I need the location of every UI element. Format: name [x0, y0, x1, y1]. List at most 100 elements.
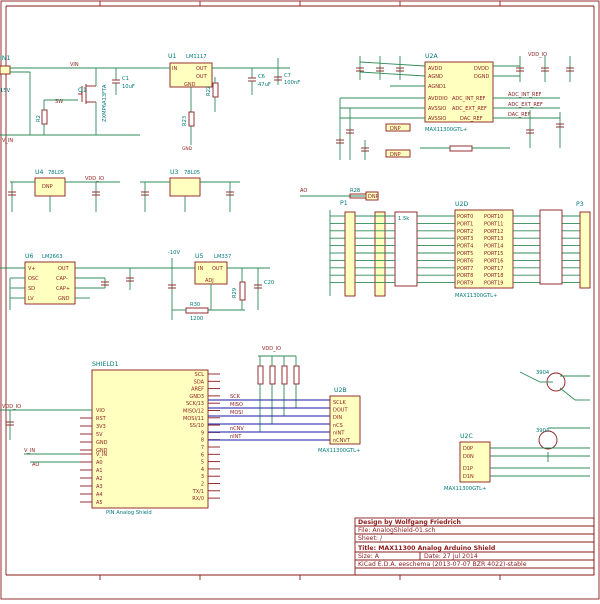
shield-pin-right: 9 [201, 430, 204, 436]
svg-text:15V: 15V [0, 88, 11, 94]
u2d-pin-left: PORT5 [457, 251, 473, 257]
svg-text:U6: U6 [25, 253, 34, 260]
regulator-u5: U5 LM337 IN OUT ADJ -10V R30 1200 R29 C2… [160, 250, 274, 322]
u2d-pin-right: PORT12 [484, 229, 503, 235]
shield-pin-right: RX/0 [192, 496, 204, 502]
svg-text:OUT: OUT [196, 74, 208, 80]
svg-text:100nF: 100nF [284, 80, 300, 86]
svg-text:R30: R30 [190, 302, 200, 308]
shield-pin-left: GND [96, 440, 108, 446]
shield-pin-left: RST [96, 416, 107, 422]
shield-pin-left: A2 [96, 476, 103, 482]
shield-pin-left: GND [96, 448, 108, 454]
u2d-value: MAX11300GTL+ [455, 293, 497, 299]
shield-pin-right: 5 [201, 460, 204, 466]
svg-text:DNP: DNP [368, 194, 379, 200]
u2d-ref: U2D [455, 201, 468, 208]
spi-bus: SCK MISO MOSI nCNV nINT [208, 394, 330, 441]
svg-text:U4: U4 [35, 169, 44, 176]
svg-text:OSC: OSC [28, 276, 39, 282]
u2b-value: MAX11300GTL+ [318, 448, 360, 454]
shield-pin-right: 8 [201, 438, 204, 444]
net-adc-int-ref: ADC_INT_REF [508, 92, 542, 98]
svg-text:ADC_EXT_REF: ADC_EXT_REF [452, 106, 487, 112]
svg-text:C20: C20 [264, 280, 274, 286]
svg-text:3904: 3904 [536, 370, 550, 376]
u2b-pin: DOUT [333, 408, 348, 414]
svg-text:10uF: 10uF [122, 84, 135, 90]
u2d-pin-right: PORT13 [484, 236, 503, 242]
svg-text:P3: P3 [576, 201, 584, 208]
svg-text:C7: C7 [284, 73, 291, 79]
u2b-pin: DIN [333, 415, 342, 421]
svg-text:CAP+: CAP+ [56, 286, 70, 292]
shield-pin-right: 7 [201, 445, 204, 451]
svg-text:R23: R23 [182, 116, 188, 126]
svg-text:IN: IN [198, 266, 203, 272]
svg-text:DNP: DNP [390, 152, 401, 158]
u2a-value: MAX11300GTL+ [425, 127, 467, 133]
pullup-resistors: VDD_IO [257, 346, 300, 432]
title-block: Design by Wolfgang Friedrich File: Analo… [354, 517, 595, 576]
svg-text:nCNV: nCNV [230, 426, 244, 432]
svg-text:OUT: OUT [196, 66, 208, 72]
svg-text:-10V: -10V [168, 250, 180, 256]
u2b-pin: nCS [333, 423, 343, 429]
date: Date: 27 jul 2014 [424, 553, 478, 560]
svg-text:OUT: OUT [58, 266, 70, 272]
u2c-pin: D0P [463, 446, 473, 452]
u2c-pin: D1N [463, 474, 474, 480]
shield-pin-left: A0 [96, 460, 103, 466]
svg-text:MISO: MISO [230, 402, 243, 408]
shield-pin-right: 2 [201, 482, 204, 488]
svg-text:R2: R2 [36, 115, 42, 122]
svg-text:GND: GND [58, 296, 70, 302]
svg-text:OUT: OUT [212, 266, 224, 272]
u2d-pin-right: PORT16 [484, 258, 503, 264]
net-ao: AO [300, 188, 307, 194]
net-sw: SW [55, 99, 63, 105]
u2b-pin: nCNVT [333, 438, 351, 444]
svg-text:IN1: IN1 [0, 55, 10, 62]
svg-text:nINT: nINT [230, 434, 242, 440]
u2c-ref: U2C [460, 433, 473, 440]
shield-pin-left: 5V [96, 432, 103, 438]
svg-text:DNP: DNP [42, 184, 53, 190]
u2d-pin-right: PORT18 [484, 273, 503, 279]
svg-text:U3: U3 [170, 169, 179, 176]
svg-text:CAP-: CAP- [56, 276, 68, 282]
regulators-78l05: U4 78L05 DNP VDD_IO U3 78L05 [8, 169, 240, 212]
svg-text:DGND: DGND [474, 74, 489, 80]
svg-text:DNP: DNP [390, 126, 401, 132]
q1-value: ZXMP6A13FTA [102, 84, 108, 122]
designer: Design by Wolfgang Friedrich [358, 519, 461, 526]
svg-text:MOSI: MOSI [230, 410, 243, 416]
shield-pin-right: MOSI/11 [183, 416, 204, 422]
shield-pin-left: A3 [96, 484, 103, 490]
q1-ref: Q1 [78, 87, 87, 94]
shield-pin-right: TX/1 [192, 489, 204, 495]
svg-text:3904: 3904 [536, 428, 550, 434]
u2d-pin-right: PORT11 [484, 221, 503, 227]
svg-text:AO: AO [32, 462, 39, 468]
shield-pin-left: A4 [96, 492, 103, 498]
u2d-pin-left: PORT9 [457, 281, 473, 287]
u2d-pin-left: PORT4 [457, 244, 473, 250]
shield-pin-right: GND3 [189, 394, 204, 400]
max11300-u2c: U2C MAX11300GTL+ D0P D0N D1P D1N [444, 433, 590, 492]
u2c-pin: D1P [463, 466, 473, 472]
u1-ref: U1 [168, 53, 177, 60]
net-vdd-io-top: VDD_IO [528, 52, 547, 58]
shield-ref: SHIELD1 [92, 361, 119, 368]
svg-text:AVDD: AVDD [428, 66, 442, 72]
svg-text:SCK: SCK [230, 394, 241, 400]
input-section: IN1 15V VIN R2 SW Q1 ZXMP6A13FTA V_IN [0, 55, 160, 144]
transistor-section: 3904 3904 [519, 370, 590, 462]
u2c-pin: D0N [463, 454, 474, 460]
svg-text:GND: GND [182, 146, 193, 152]
max11300-u2a: U2A MAX11300GTL+ AVDD AGND AGND1 AVDDIO … [336, 52, 574, 160]
svg-text:U5: U5 [195, 253, 204, 260]
u2c-value: MAX11300GTL+ [444, 486, 486, 492]
